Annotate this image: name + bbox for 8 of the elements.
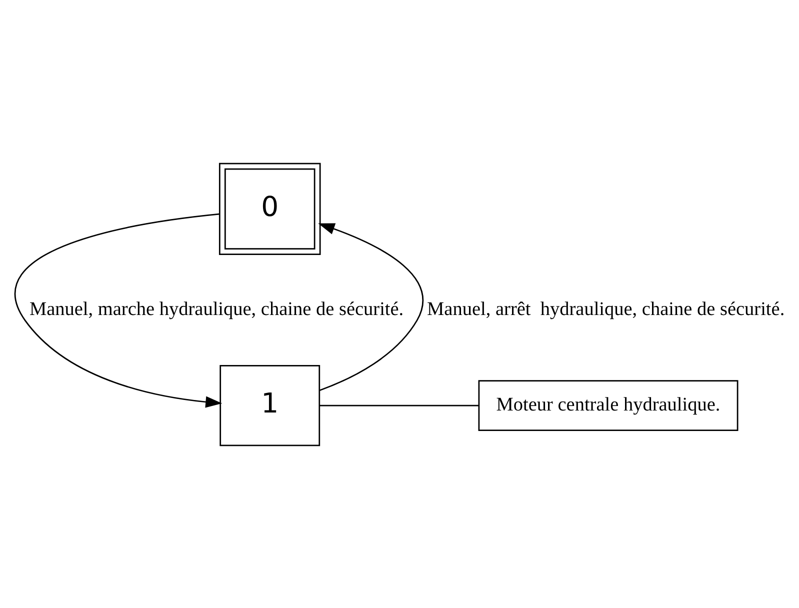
connector: [319, 404, 479, 406]
node-box: 0: [218, 162, 321, 254]
node-box: Moteur centrale hydraulique.: [478, 380, 738, 431]
node-box: 1: [220, 364, 320, 446]
arrow: [15, 212, 222, 408]
arrow: [318, 222, 424, 390]
edge-label: Manuel, arrêt hydraulique, chaine de sécurité.: [427, 298, 785, 320]
edge-label: Manuel, marche hydraulique, chaine de sécurité.: [29, 298, 404, 320]
